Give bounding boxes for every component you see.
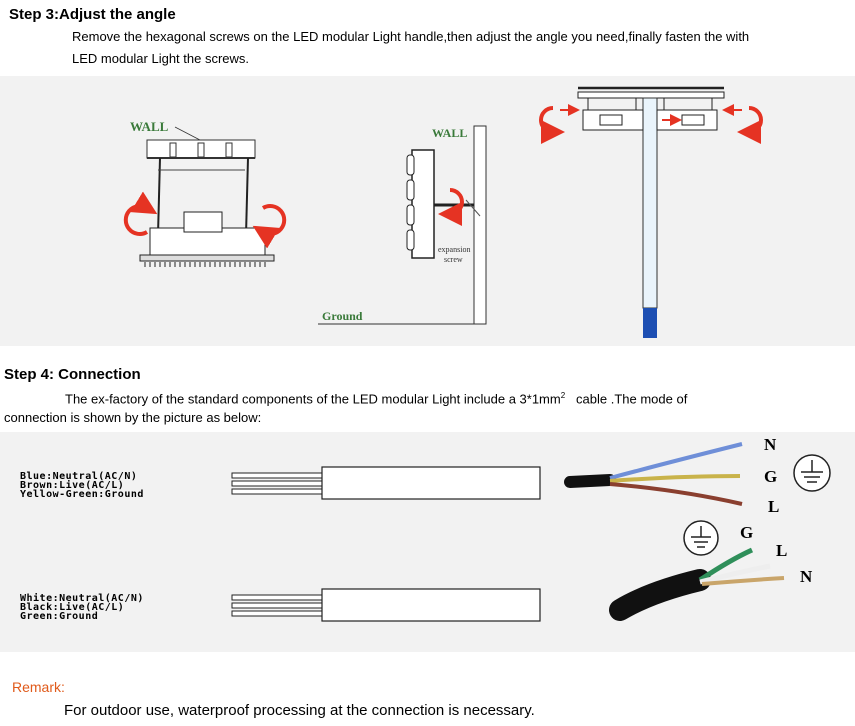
ground-label: Ground <box>322 309 363 323</box>
cable1-drawing <box>231 466 541 500</box>
photo2-label-n: N <box>800 567 813 586</box>
step4-superscript: 2 <box>560 391 566 400</box>
cable2-white-label: White:Neutral(AC/N) <box>20 593 144 604</box>
wiring-diagram: N G L G L N <box>231 435 831 622</box>
remark-text: For outdoor use, waterproof processing a… <box>64 702 535 719</box>
wiring-figure: Blue:Neutral(AC/N) Brown:Live(AC/L) Yell… <box>0 432 855 652</box>
step3-line2: LED modular Light the screws. <box>72 51 250 66</box>
cable2-drawing <box>231 588 541 622</box>
remark-title: Remark: <box>12 679 65 695</box>
wall-label-left: WALL <box>130 119 169 134</box>
step4-text-b: cable .The mode of <box>576 391 688 407</box>
step3-line1: Remove the hexagonal screws on the LED m… <box>72 29 750 44</box>
step3-title: Step 3:Adjust the angle <box>9 6 176 23</box>
ground-symbol-icon <box>683 520 719 556</box>
cable1-brown-label: Brown:Live(AC/L) <box>20 480 125 491</box>
expansion-label-1: expansion <box>438 245 470 254</box>
cable2-black-label: Black:Live(AC/L) <box>20 602 125 613</box>
cable1-legend: Blue:Neutral(AC/N) Brown:Live(AC/L) Yell… <box>20 471 144 500</box>
wall-label-right: WALL <box>432 126 467 140</box>
ground-symbol-icon <box>793 454 831 492</box>
cable2-green-label: Green:Ground <box>20 611 99 622</box>
cable1-yellow-green-label: Yellow-Green:Ground <box>20 489 144 500</box>
photo1-label-g: G <box>764 467 777 486</box>
step4-text-a: The ex-factory of the standard component… <box>65 391 561 407</box>
photo1-label-n: N <box>764 435 777 454</box>
pole-mount-view <box>539 86 763 338</box>
wall-mount-front-view: WALL <box>123 119 287 267</box>
cable-photo-2: G L N <box>609 520 813 621</box>
angle-adjust-illustration: WALL WALL Ground <box>123 86 763 338</box>
step4-paragraph-line2: connection is shown by the picture as be… <box>4 410 262 425</box>
cable2-legend: White:Neutral(AC/N) Black:Live(AC/L) Gre… <box>20 593 144 622</box>
angle-adjust-figure: WALL WALL Ground <box>0 76 855 346</box>
step4-title: Step 4: Connection <box>4 366 141 383</box>
cable1-blue-label: Blue:Neutral(AC/N) <box>20 471 138 482</box>
wall-mount-side-view: WALL Ground expansion screw <box>318 125 487 325</box>
photo2-label-g: G <box>740 523 753 542</box>
photo2-label-l: L <box>776 541 787 560</box>
expansion-label-2: screw <box>444 255 463 264</box>
step4-paragraph-line1: The ex-factory of the standard component… <box>65 385 845 410</box>
photo1-label-l: L <box>768 497 779 516</box>
cable-photo-1: N G L <box>564 435 831 516</box>
